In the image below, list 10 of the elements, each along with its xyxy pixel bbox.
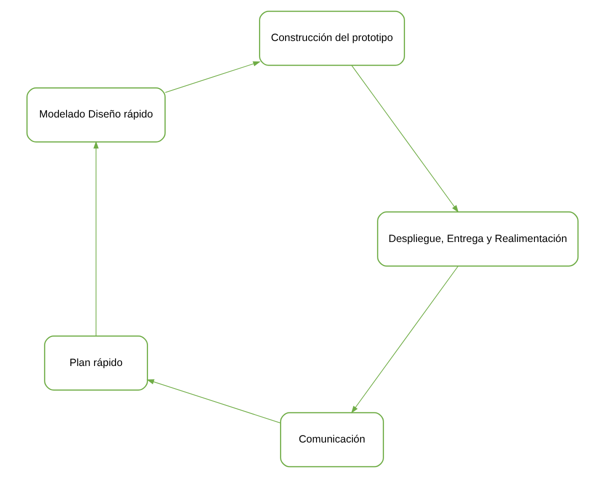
node-box: Modelado Diseño rápido xyxy=(26,87,166,143)
arrow xyxy=(350,266,458,414)
node-box: Comunicación xyxy=(280,412,384,468)
arrow xyxy=(350,64,458,213)
arrow xyxy=(146,379,280,424)
arrow xyxy=(164,61,260,93)
node-box: Despliegue, Entrega y Realimentación xyxy=(376,211,578,267)
node-box: Construcción del prototipo xyxy=(258,10,404,66)
node-box: Plan rápido xyxy=(44,335,148,391)
arrow xyxy=(92,141,98,336)
